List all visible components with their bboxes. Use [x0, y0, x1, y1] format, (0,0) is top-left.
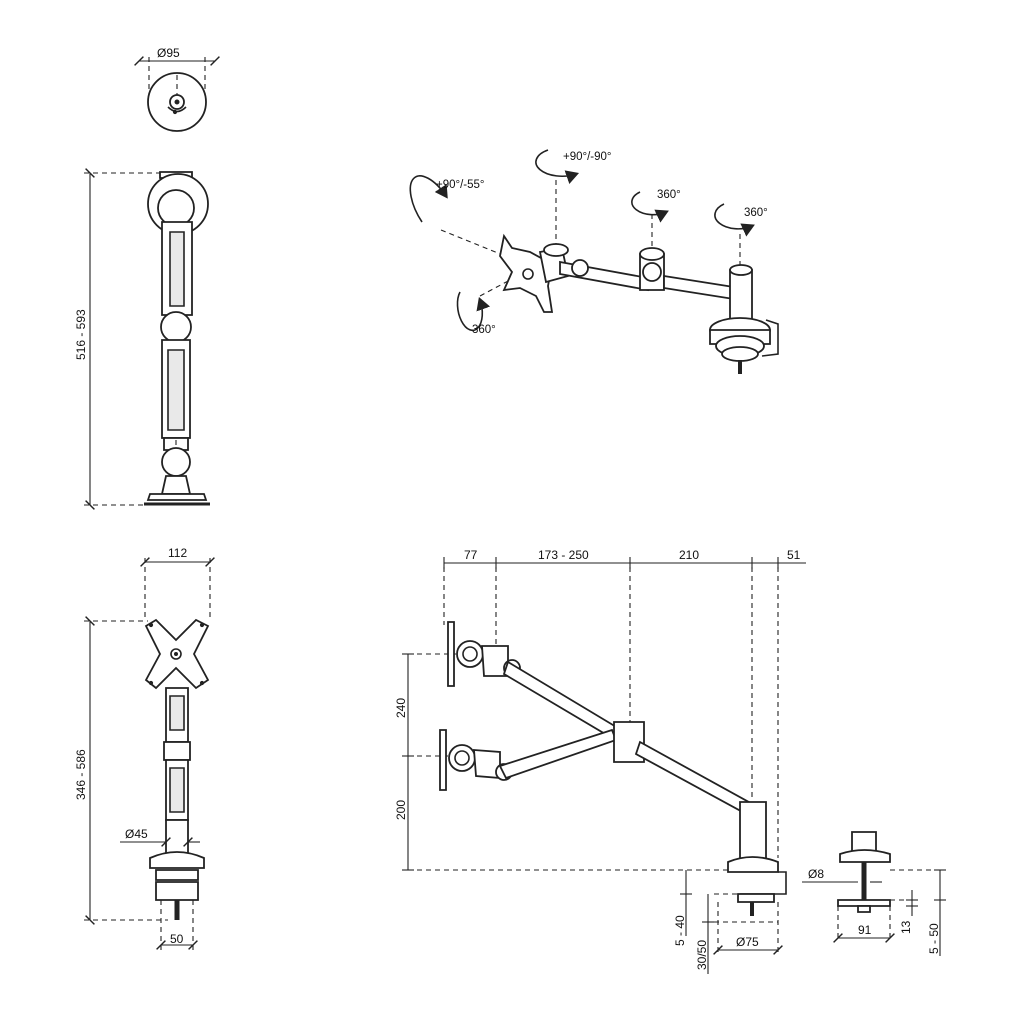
rotate-base-label: 360° — [744, 207, 768, 219]
dim-5-40: 5 - 40 — [673, 915, 687, 946]
tilt-label: +90°/-55° — [436, 179, 485, 191]
plate-thickness-label: 13 — [899, 920, 913, 934]
top-view: Ø95 — [134, 46, 220, 132]
side-view-height-label: 516 - 593 — [74, 309, 88, 360]
front-view-height-label: 346 - 586 — [74, 749, 88, 800]
front-view: 112 346 - 586 Ø45 50 — [74, 546, 215, 950]
dim-200: 200 — [394, 800, 408, 820]
plate-width-label: 91 — [858, 923, 872, 937]
pan-label: +90°/-90° — [563, 151, 612, 163]
front-view-pole-diameter-label: Ø45 — [125, 827, 148, 841]
rotate-screen-label: 360° — [472, 324, 496, 336]
front-view-base-width-label: 50 — [170, 932, 184, 946]
dim-diameter-75: Ø75 — [736, 935, 759, 949]
profile-view: 77 173 - 250 210 51 240 200 — [394, 548, 806, 974]
bolt-diameter-label: Ø8 — [808, 867, 824, 881]
front-view-width-label: 112 — [168, 546, 187, 560]
top-view-diameter-label: Ø95 — [157, 46, 180, 60]
dim-30-50: 30/50 — [695, 940, 709, 970]
rotate-mid-label: 360° — [657, 189, 681, 201]
side-view: 516 - 593 — [74, 168, 210, 510]
grommet-detail: Ø8 91 13 5 - 50 — [802, 831, 946, 956]
dim-210: 210 — [679, 548, 699, 562]
dim-240: 240 — [394, 698, 408, 718]
dim-51: 51 — [787, 548, 801, 562]
desk-range-label: 5 - 50 — [927, 923, 941, 954]
dim-173-250: 173 - 250 — [538, 548, 589, 562]
dim-77: 77 — [464, 548, 478, 562]
perspective-view: +90°/-55° +90°/-90° 360° 360° 360° — [409, 149, 779, 374]
